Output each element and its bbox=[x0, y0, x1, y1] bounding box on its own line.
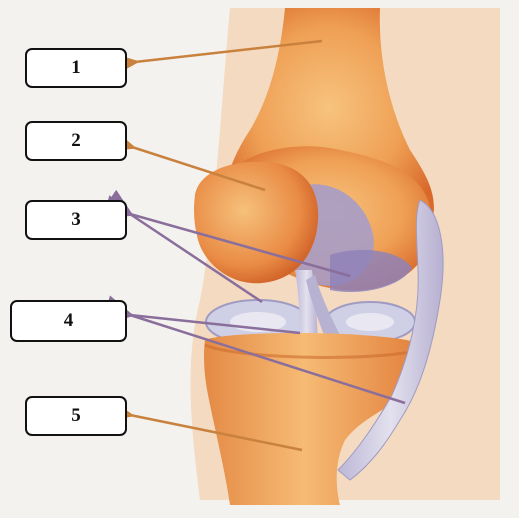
lateral-meniscus-inner bbox=[346, 313, 394, 331]
label-box-1: 1 bbox=[25, 48, 127, 88]
label-number-2: 2 bbox=[71, 130, 81, 152]
label-box-3: 3 bbox=[25, 200, 127, 240]
label-box-2: 2 bbox=[25, 121, 127, 161]
label-box-5: 5 bbox=[25, 396, 127, 436]
label-number-5: 5 bbox=[71, 405, 81, 427]
label-number-3: 3 bbox=[71, 209, 81, 231]
label-number-1: 1 bbox=[71, 57, 81, 79]
label-number-4: 4 bbox=[64, 310, 74, 332]
label-box-4: 4 bbox=[10, 300, 127, 342]
